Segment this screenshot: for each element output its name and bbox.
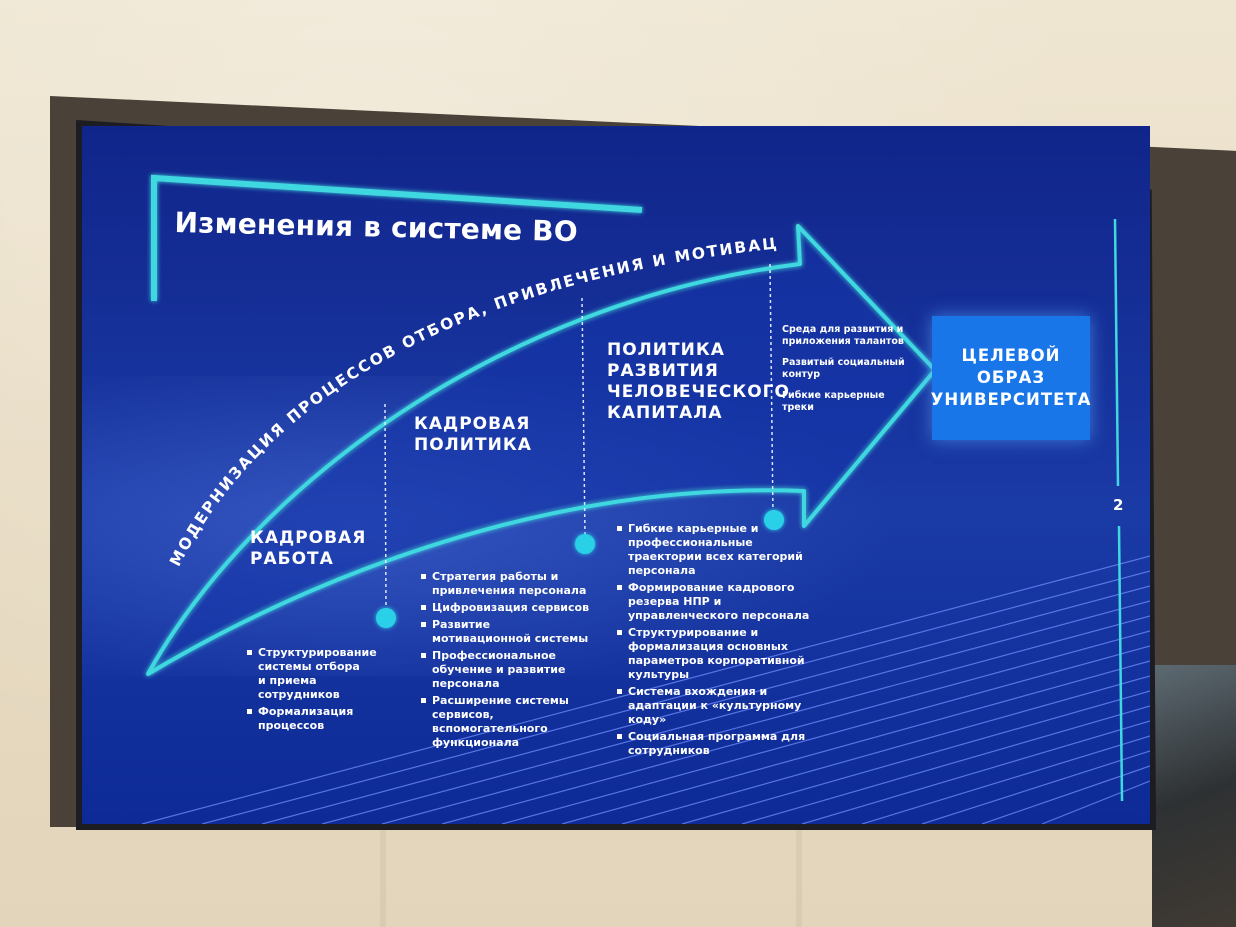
stage-title-line: ЧЕЛОВЕЧЕСКОГО (607, 382, 790, 402)
stage-items-human-capital: Гибкие карьерные и профессиональные трае… (616, 522, 818, 761)
list-item: Развитие мотивационной системы (421, 618, 592, 646)
stage-title-hr-work: КАДРОВАЯ РАБОТА (250, 528, 366, 570)
stage-title-line: РАЗВИТИЯ (607, 361, 719, 381)
target-line: ОБРАЗ (976, 368, 1046, 387)
list-item: Структурирование и формализация основных… (617, 626, 818, 682)
list-item: Стратегия работы и привлечения персонала (421, 570, 592, 598)
list-item: Система вхождения и адаптации к «культур… (617, 685, 818, 727)
stripe-pattern (141, 555, 1150, 824)
page-number: 2 (1113, 496, 1124, 514)
list-item: Структурирование системы отбора и приема… (247, 646, 377, 701)
stage-items-hr-work: Структурирование системы отбора и приема… (246, 646, 377, 736)
stage-dot-1 (376, 608, 396, 628)
list-item: Профессиональное обучение и развитие пер… (421, 649, 592, 691)
list-item: Среда для развития и приложения талантов (782, 324, 904, 347)
tv-screen: МОДЕРНИЗАЦИЯ ПРОЦЕССОВ ОТБОРА, ПРИВЛЕЧЕН… (82, 126, 1150, 824)
cabinet (380, 828, 802, 927)
target-box: ЦЕЛЕВОЙ ОБРАЗ УНИВЕРСИТЕТА (931, 316, 1092, 440)
stage-connectors (384, 263, 774, 612)
target-line: ЦЕЛЕВОЙ (961, 346, 1061, 365)
list-item: Гибкие карьерные треки (782, 390, 885, 413)
list-item: Социальная программа для сотрудников (617, 730, 818, 758)
target-label: ЦЕЛЕВОЙ ОБРАЗ УНИВЕРСИТЕТА (931, 345, 1092, 411)
list-item: Расширение системы сервисов, вспомогател… (421, 694, 592, 750)
list-item: Гибкие карьерные и профессиональные трае… (617, 522, 818, 578)
stage-title-line: РАБОТА (250, 549, 334, 569)
stage-title-human-capital: ПОЛИТИКА РАЗВИТИЯ ЧЕЛОВЕЧЕСКОГО КАПИТАЛА (607, 340, 790, 424)
growth-arrow (146, 224, 937, 676)
arrow-head-items: Среда для развития и приложения талантов… (782, 324, 912, 423)
stage-title-line: КАПИТАЛА (607, 403, 723, 423)
stage-title-line: ПОЛИТИКА (607, 340, 725, 360)
stage-title-line: КАДРОВАЯ (250, 528, 367, 548)
wall-painting (1152, 665, 1236, 927)
stage-title-hr-policy: КАДРОВАЯ ПОЛИТИКА (414, 414, 532, 456)
list-item: Цифровизация сервисов (421, 601, 592, 615)
title-bracket (151, 174, 643, 301)
stage-dot-2 (575, 534, 595, 554)
right-rule-bottom (1117, 525, 1124, 802)
stage-title-line: ПОЛИТИКА (414, 435, 532, 455)
right-rule-top (1113, 218, 1120, 487)
stage-items-hr-policy: Стратегия работы и привлечения персонала… (420, 570, 592, 753)
target-line: УНИВЕРСИТЕТА (930, 390, 1092, 409)
slide-graphics: МОДЕРНИЗАЦИЯ ПРОЦЕССОВ ОТБОРА, ПРИВЛЕЧЕН… (82, 126, 1150, 824)
list-item: Формирование кадрового резерва НПР и упр… (617, 581, 818, 623)
list-item: Формализация процессов (247, 705, 370, 733)
list-item: Развитый социальный контур (782, 357, 905, 380)
stage-dot-3 (764, 510, 784, 530)
stage-title-line: КАДРОВАЯ (414, 414, 531, 434)
